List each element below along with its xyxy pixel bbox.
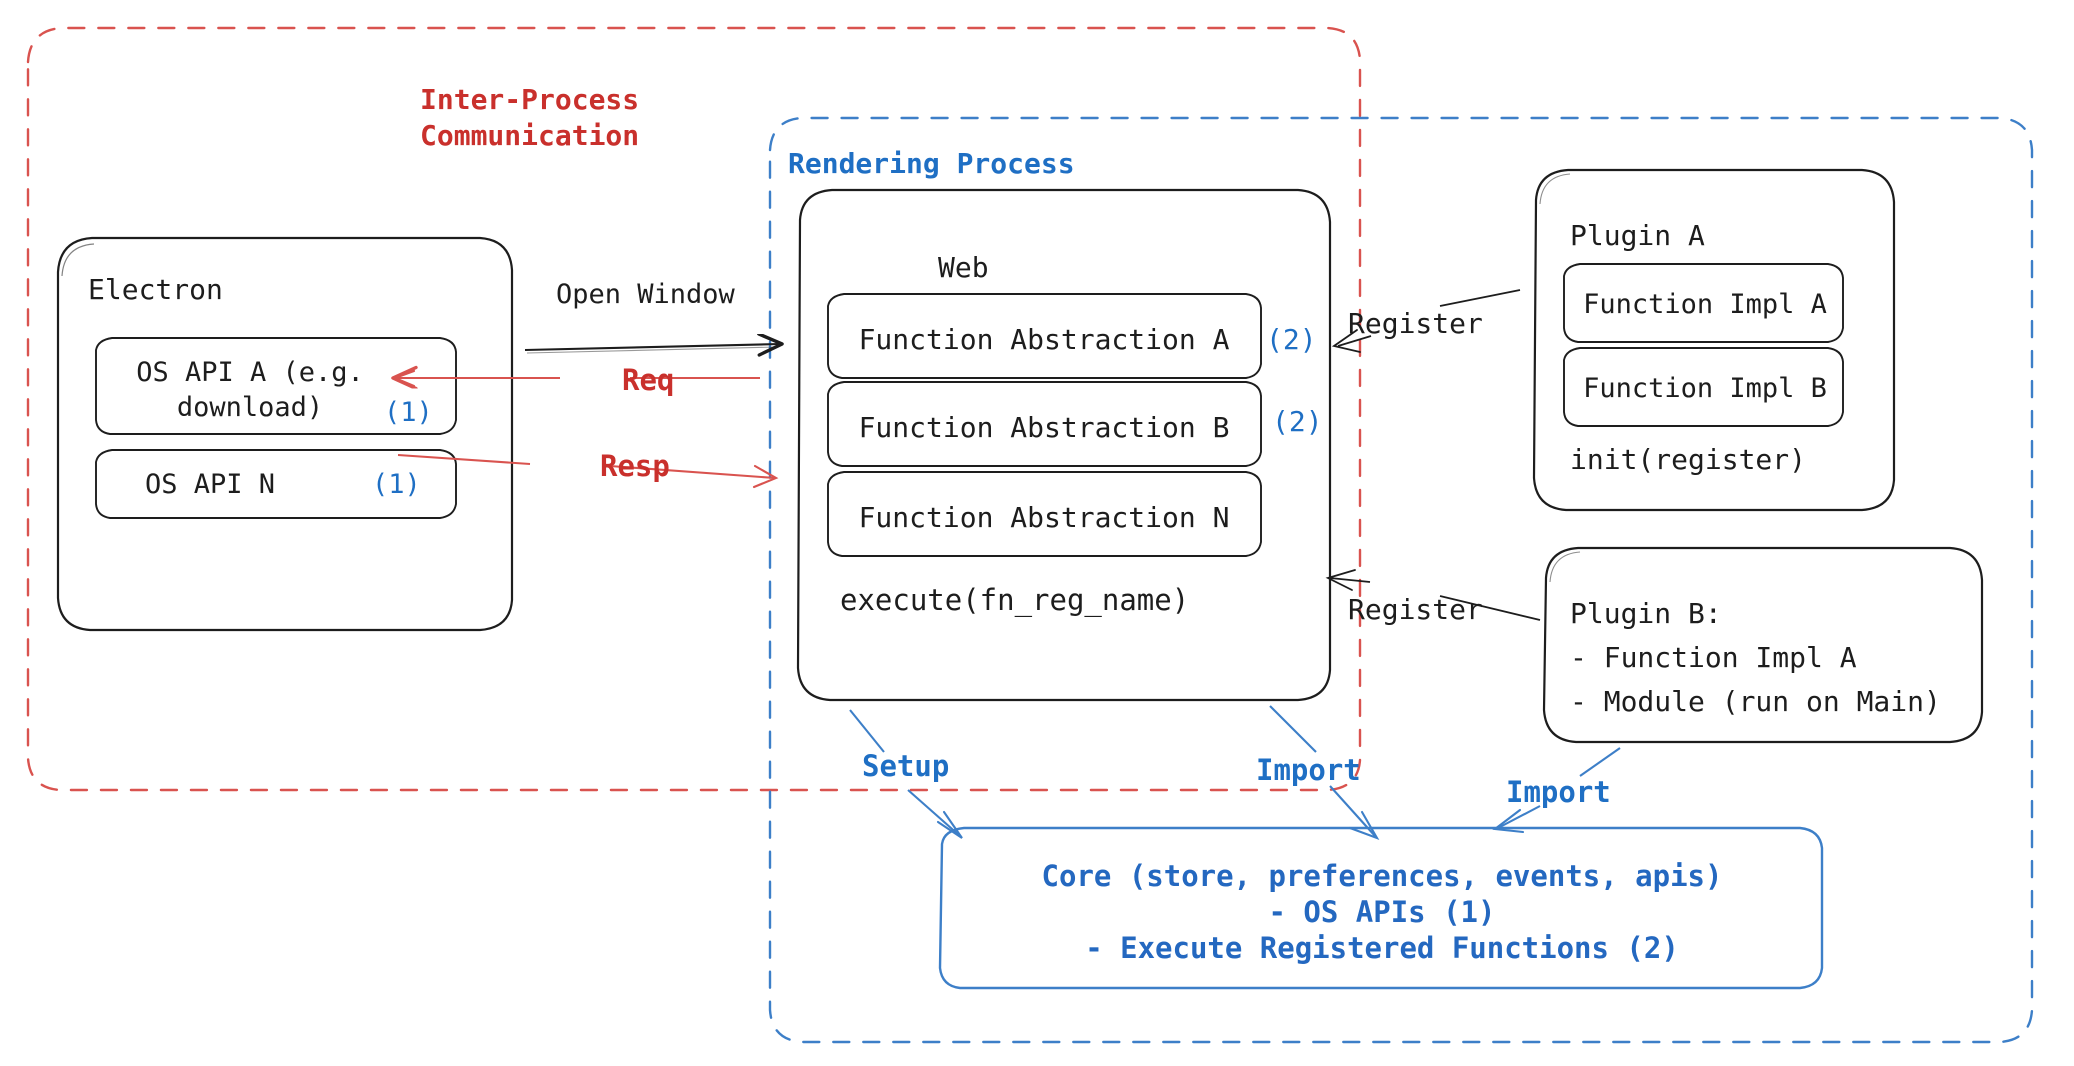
- core-line-3: - Execute Registered Functions (2): [1085, 931, 1679, 965]
- arrow-label-register-a: Register: [1348, 307, 1483, 340]
- function-impl-b-label: Function Impl B: [1583, 373, 1827, 404]
- plugin-b-line-1: - Function Impl A: [1570, 641, 1857, 674]
- os-api-a-tag: (1): [384, 397, 433, 428]
- os-api-n-label: OS API N: [144, 469, 276, 500]
- arrow-label-import-plugin: Import: [1506, 775, 1611, 809]
- container-label-rendering-process: Rendering Process: [788, 147, 1075, 180]
- arrow-label-open-window: Open Window: [556, 279, 735, 310]
- arrow-open-window: [524, 344, 780, 353]
- os-api-n-tag: (1): [372, 469, 421, 500]
- function-impl-a-label: Function Impl A: [1583, 289, 1827, 320]
- box-title-web: Web: [938, 251, 989, 284]
- plugin-b-line-2: - Module (run on Main): [1570, 685, 1941, 718]
- arrow-resp: [397, 453, 779, 489]
- arrow-label-resp: Resp: [600, 449, 670, 483]
- function-abstraction-a-label: Function Abstraction A: [858, 323, 1230, 356]
- os-api-a-label: OS API A (e.g. download): [136, 357, 364, 423]
- arrow-label-req: Req: [622, 363, 675, 397]
- container-label-inter-process-communication: Inter-Process Communication: [420, 83, 640, 152]
- box-title-plugin-a: Plugin A: [1570, 219, 1705, 252]
- core-line-1: Core (store, preferences, events, apis): [1041, 859, 1723, 893]
- arrow-label-import-web: Import: [1256, 753, 1361, 787]
- arrow-label-register-b: Register: [1348, 593, 1483, 626]
- arrow-label-setup: Setup: [862, 749, 950, 783]
- box-title-electron: Electron: [88, 273, 223, 306]
- core-line-2: - OS APIs (1): [1268, 895, 1496, 929]
- function-abstraction-b-label: Function Abstraction B: [858, 411, 1230, 444]
- arrow-req: [395, 371, 760, 386]
- plugin-a-footer-init: init(register): [1570, 443, 1807, 476]
- function-abstraction-n-label: Function Abstraction N: [858, 501, 1230, 534]
- web-footer-execute: execute(fn_reg_name): [840, 583, 1190, 617]
- function-abstraction-b-tag: (2): [1272, 405, 1323, 438]
- box-title-plugin-b: Plugin B:: [1570, 597, 1722, 630]
- function-abstraction-a-tag: (2): [1266, 323, 1317, 356]
